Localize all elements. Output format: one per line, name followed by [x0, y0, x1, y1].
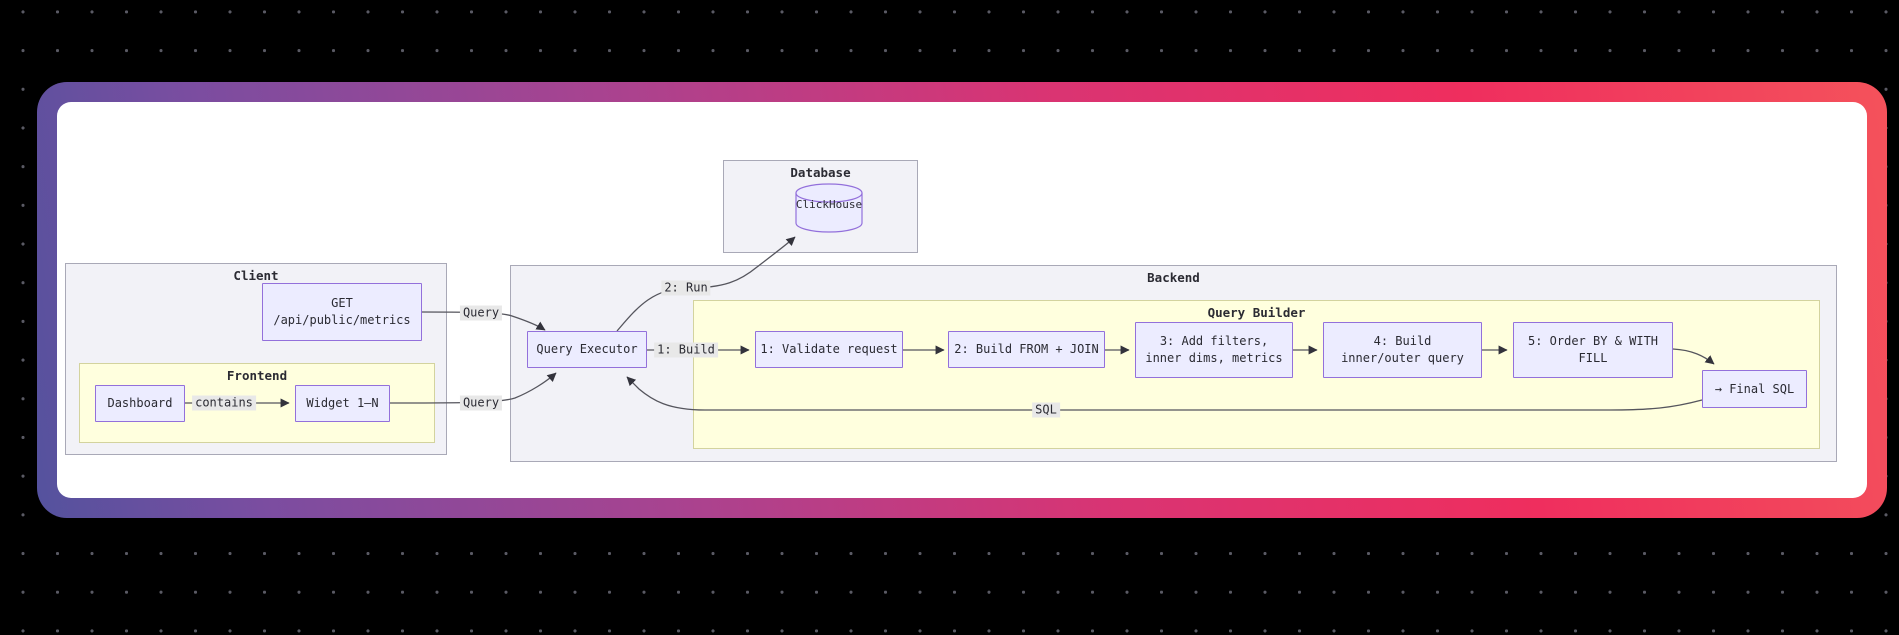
database-cylinder-icon: [795, 183, 863, 233]
node-step5-line2: FILL: [1578, 351, 1608, 365]
node-widget: Widget 1–N: [295, 385, 390, 422]
node-dashboard: Dashboard: [95, 385, 185, 422]
node-step3-add-filters: 3: Add filters, inner dims, metrics: [1135, 322, 1293, 378]
node-step3-line2: inner dims, metrics: [1145, 351, 1283, 365]
node-step1-validate: 1: Validate request: [755, 331, 903, 368]
edge-label-query-top: Query: [459, 305, 503, 321]
node-widget-label: Widget 1–N: [306, 396, 379, 410]
node-step4-build-inner-outer: 4: Build inner/outer query: [1323, 322, 1482, 378]
node-step5-line1: 5: Order BY & WITH: [1527, 334, 1659, 348]
node-dashboard-label: Dashboard: [107, 396, 173, 410]
node-step4-line1: 4: Build: [1373, 334, 1432, 348]
node-clickhouse-label: ClickHouse: [795, 198, 863, 211]
edge-label-sql: SQL: [1032, 402, 1060, 418]
cluster-backend-label: Backend: [1147, 270, 1200, 285]
node-get-line1: GET: [331, 296, 353, 310]
node-step4-line2: inner/outer query: [1341, 351, 1464, 365]
node-get-line2: /api/public/metrics: [273, 313, 411, 327]
node-final-sql: → Final SQL: [1702, 370, 1807, 408]
node-step2-label: 2: Build FROM + JOIN: [954, 342, 1099, 356]
node-final-sql-label: → Final SQL: [1714, 381, 1795, 396]
cluster-query-builder-label: Query Builder: [1207, 305, 1306, 320]
edge-label-contains: contains: [192, 395, 256, 411]
node-step3-line1: 3: Add filters,: [1159, 334, 1269, 348]
node-step2-build-from-join: 2: Build FROM + JOIN: [948, 331, 1105, 368]
edge-label-run: 2: Run: [661, 280, 711, 296]
node-query-executor-label: Query Executor: [536, 342, 638, 356]
node-step1-label: 1: Validate request: [760, 342, 898, 356]
edge-label-query-bottom: Query: [459, 395, 503, 411]
cluster-database-label: Database: [790, 165, 851, 180]
cluster-client-label: Client: [233, 268, 279, 283]
node-get-endpoint: GET /api/public/metrics: [262, 283, 422, 341]
node-query-executor: Query Executor: [527, 331, 647, 368]
node-step5-order-by: 5: Order BY & WITH FILL: [1513, 322, 1673, 378]
edge-label-build: 1: Build: [654, 342, 718, 358]
cluster-frontend-label: Frontend: [226, 368, 288, 383]
